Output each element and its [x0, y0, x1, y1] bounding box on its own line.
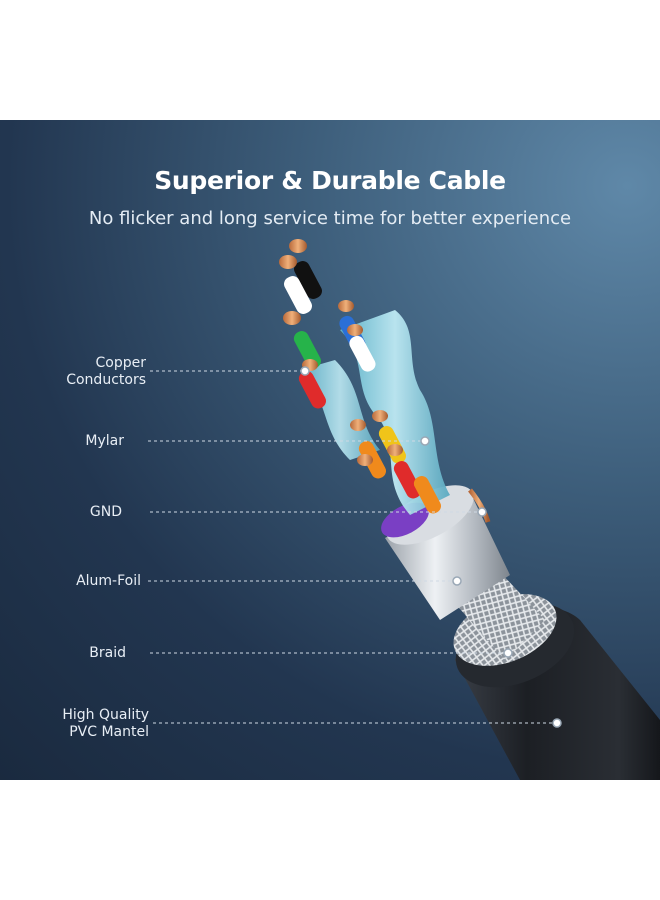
banner-subtitle: No flicker and long service time for bet…: [88, 208, 572, 229]
label-line: Alum-Foil: [76, 573, 141, 589]
label-line: Conductors: [66, 372, 146, 388]
banner-title: Superior & Durable Cable: [154, 166, 506, 195]
gnd-drain-wire: [468, 488, 491, 523]
label-braid: Braid: [60, 645, 126, 662]
label-mylar: Mylar: [60, 433, 124, 450]
label-pvc-mantel: High Quality PVC Mantel: [60, 707, 149, 741]
copper-conductors: [279, 239, 403, 466]
callout-leaders: [148, 370, 557, 724]
label-copper-conductors: Copper Conductors: [60, 355, 146, 389]
label-line: High Quality: [62, 707, 149, 723]
label-line: GND: [89, 504, 122, 520]
product-banner: Superior & Durable Cable No flicker and …: [0, 120, 660, 780]
label-line: Mylar: [85, 433, 124, 449]
callout-dots: [300, 366, 562, 728]
label-gnd: GND: [60, 504, 122, 521]
label-line: PVC Mantel: [69, 724, 149, 740]
label-line: Braid: [89, 645, 126, 661]
label-alum-foil: Alum-Foil: [60, 573, 141, 590]
label-line: Copper: [95, 355, 146, 371]
cable-cross-section-illustration: [148, 239, 660, 780]
